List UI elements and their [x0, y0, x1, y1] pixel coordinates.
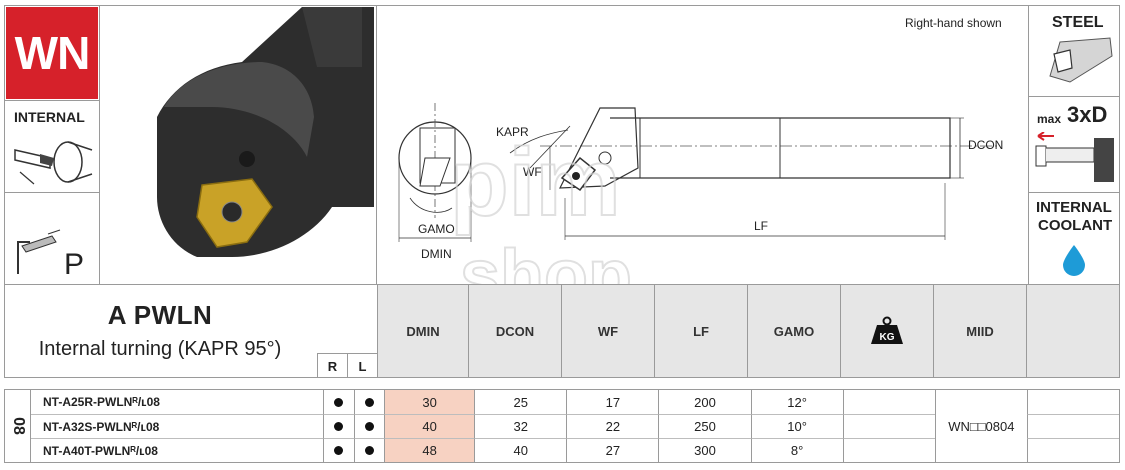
table-header: DMIN DCON WF LF GAMO KG MIID: [377, 285, 1119, 377]
row-miid: WN□□0804: [934, 414, 1027, 438]
product-description: Internal turning (KAPR 95°): [38, 338, 282, 360]
wn-badge: WN: [6, 7, 98, 99]
right-divider-2: [1028, 192, 1120, 193]
table-row: NT-A32S-PWLNᴿ/ʟ08 40 32 22 250 10° WN□□0…: [31, 414, 1120, 438]
row-blank: [1026, 438, 1120, 462]
header-lf: LF: [654, 285, 747, 377]
row-r-available: [323, 438, 354, 462]
row-dcon: 40: [474, 438, 567, 462]
row-miid-spacer: [934, 390, 1027, 414]
steel-insert-icon: [1049, 37, 1113, 83]
left-divider-2: [4, 192, 100, 193]
data-table: [4, 389, 1120, 463]
internal-boring-icon: [14, 141, 93, 185]
row-gamo: 8°: [750, 438, 843, 462]
row-miid-spacer: [934, 438, 1027, 462]
hand-r-label: R: [318, 354, 348, 378]
steel-grade-icon: [17, 229, 61, 274]
left-divider-v: [99, 5, 100, 285]
table-row: NT-A40T-PWLNᴿ/ʟ08 48 40 27 300 8°: [31, 438, 1120, 462]
row-wf: 17: [566, 390, 658, 414]
row-r-available: [323, 390, 353, 414]
overhang-icon: [1035, 132, 1114, 182]
row-dmin: 30: [384, 390, 475, 414]
group-label: 08: [5, 390, 31, 462]
row-weight: [842, 414, 935, 438]
row-r-available: [323, 414, 354, 438]
max-label: max: [1037, 112, 1062, 126]
row-lf: 300: [658, 438, 751, 462]
row-gamo: 12°: [750, 390, 843, 414]
lf-label: LF: [754, 219, 768, 233]
watermark-line1: pim: [450, 129, 621, 236]
row-code: NT-A32S-PWLNᴿ/ʟ08: [31, 414, 324, 438]
available-dot: [364, 422, 374, 431]
row-l-available: [353, 390, 384, 414]
kapr-label: KAPR: [496, 125, 529, 139]
header-wf: WF: [561, 285, 654, 377]
badge-code: WN: [14, 27, 91, 79]
tool-dimension-diagram: Right-hand shown KAPR WF GAMO DMIN LF DC…: [398, 16, 1003, 261]
right-divider-v: [1028, 5, 1029, 285]
header-dcon: DCON: [468, 285, 561, 377]
available-dot: [334, 397, 344, 407]
dmin-label: DMIN: [421, 247, 452, 261]
available-dot: [334, 422, 344, 431]
product-header: [4, 284, 1120, 378]
table-row: NT-A25R-PWLNᴿ/ʟ08 30 25 17 200 12°: [31, 390, 1119, 414]
weight-label: KG: [880, 332, 895, 343]
row-blank: [1026, 414, 1120, 438]
header-dmin: DMIN: [377, 285, 468, 377]
weight-icon: KG: [871, 316, 904, 344]
internal-label: INTERNAL: [14, 109, 85, 125]
coolant-label-2: COOLANT: [1038, 217, 1113, 234]
row-weight: [842, 438, 935, 462]
row-weight: [842, 390, 935, 414]
row-dcon: 25: [474, 390, 566, 414]
tool-holder-photo: [157, 7, 374, 257]
left-divider-1: [4, 100, 100, 101]
dcon-label: DCON: [968, 138, 1003, 152]
steel-label: STEEL: [1052, 14, 1104, 31]
p-label: P: [64, 248, 85, 281]
available-dot: [364, 397, 374, 407]
row-gamo: 10°: [750, 414, 843, 438]
header-gamo: GAMO: [747, 285, 840, 377]
hand-l-label: L: [358, 358, 367, 374]
header-blank: [1026, 285, 1119, 377]
header-miid: MIID: [933, 285, 1026, 377]
row-code: NT-A25R-PWLNᴿ/ʟ08: [43, 395, 160, 409]
row-dcon: 32: [474, 414, 567, 438]
right-divider-1: [1028, 96, 1120, 97]
gamo-label: GAMO: [418, 222, 455, 236]
row-wf: 22: [566, 414, 659, 438]
available-dot: [334, 446, 344, 455]
row-wf: 27: [566, 438, 659, 462]
row-blank: [1026, 390, 1119, 414]
coolant-label-1: INTERNAL: [1036, 199, 1112, 216]
hand-header: R L: [317, 353, 377, 378]
available-dot: [364, 446, 374, 455]
row-dmin: 40: [384, 414, 475, 438]
coolant-drop-icon: [1063, 245, 1085, 276]
group-code: 08: [9, 417, 27, 435]
photo-divider: [376, 5, 377, 285]
row-dmin: 48: [384, 438, 475, 462]
row-l-available: [353, 438, 384, 462]
depth-ratio-label: 3xD: [1067, 102, 1108, 127]
row-lf: 250: [658, 414, 751, 438]
product-name: A PWLN: [107, 300, 213, 330]
row-l-available: [353, 414, 384, 438]
diagram-note: Right-hand shown: [905, 16, 1002, 30]
wf-label: WF: [523, 165, 542, 179]
row-lf: 200: [658, 390, 750, 414]
row-code: NT-A40T-PWLNᴿ/ʟ08: [31, 438, 324, 462]
header-weight: KG: [840, 285, 933, 377]
